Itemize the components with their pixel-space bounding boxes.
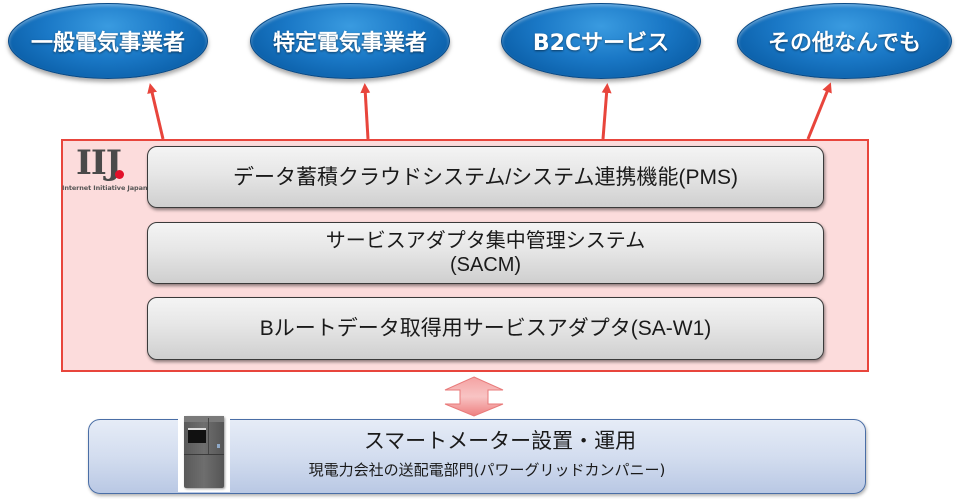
iij-logo-mark: IIJ bbox=[76, 143, 122, 183]
target-ellipse-others: その他なんでも bbox=[737, 3, 952, 79]
layer-sa-w1-label: Bルートデータ取得用サービスアダプタ(SA-W1) bbox=[259, 317, 712, 340]
target-label: B2Cサービス bbox=[532, 31, 670, 56]
up-arrow-to-general-electric-utility bbox=[147, 83, 165, 140]
layer-sa-w1: Bルートデータ取得用サービスアダプタ(SA-W1) bbox=[147, 297, 824, 360]
iij-logo-tagline: Internet Initiative Japan bbox=[62, 184, 148, 192]
up-arrow-to-b2c-service bbox=[601, 83, 612, 140]
smart-meter-title: スマートメーター設置・運用 bbox=[363, 429, 637, 453]
up-arrow-to-others bbox=[806, 82, 832, 140]
bidirectional-arrow bbox=[444, 376, 504, 417]
layer-sacm-abbrev: (SACM) bbox=[449, 254, 522, 276]
iij-logo: IIJ Internet Initiative Japan bbox=[62, 145, 152, 195]
iij-logo-dot bbox=[115, 170, 124, 179]
layer-pms: データ蓄積クラウドシステム/システム連携機能(PMS) bbox=[147, 146, 824, 208]
smart-meter-image bbox=[178, 413, 230, 492]
target-ellipse-specified-electric-utility: 特定電気事業者 bbox=[250, 3, 450, 79]
target-label: その他なんでも bbox=[768, 31, 921, 56]
target-ellipse-b2c-service: B2Cサービス bbox=[501, 3, 701, 79]
layer-pms-label: データ蓄積クラウドシステム/システム連携機能(PMS) bbox=[232, 165, 739, 189]
target-label: 特定電気事業者 bbox=[272, 31, 427, 56]
layer-sacm: サービスアダプタ集中管理システム (SACM) bbox=[147, 222, 824, 284]
target-ellipse-general-electric-utility: 一般電気事業者 bbox=[8, 3, 208, 79]
target-label: 一般電気事業者 bbox=[30, 31, 185, 56]
smart-meter-device-icon bbox=[184, 416, 224, 488]
smart-meter-subtitle: 現電力会社の送配電部門(パワーグリッドカンパニー) bbox=[308, 461, 666, 479]
layer-sacm-label: サービスアダプタ集中管理システム bbox=[325, 230, 646, 252]
up-arrow-to-specified-electric-utility bbox=[360, 83, 371, 140]
